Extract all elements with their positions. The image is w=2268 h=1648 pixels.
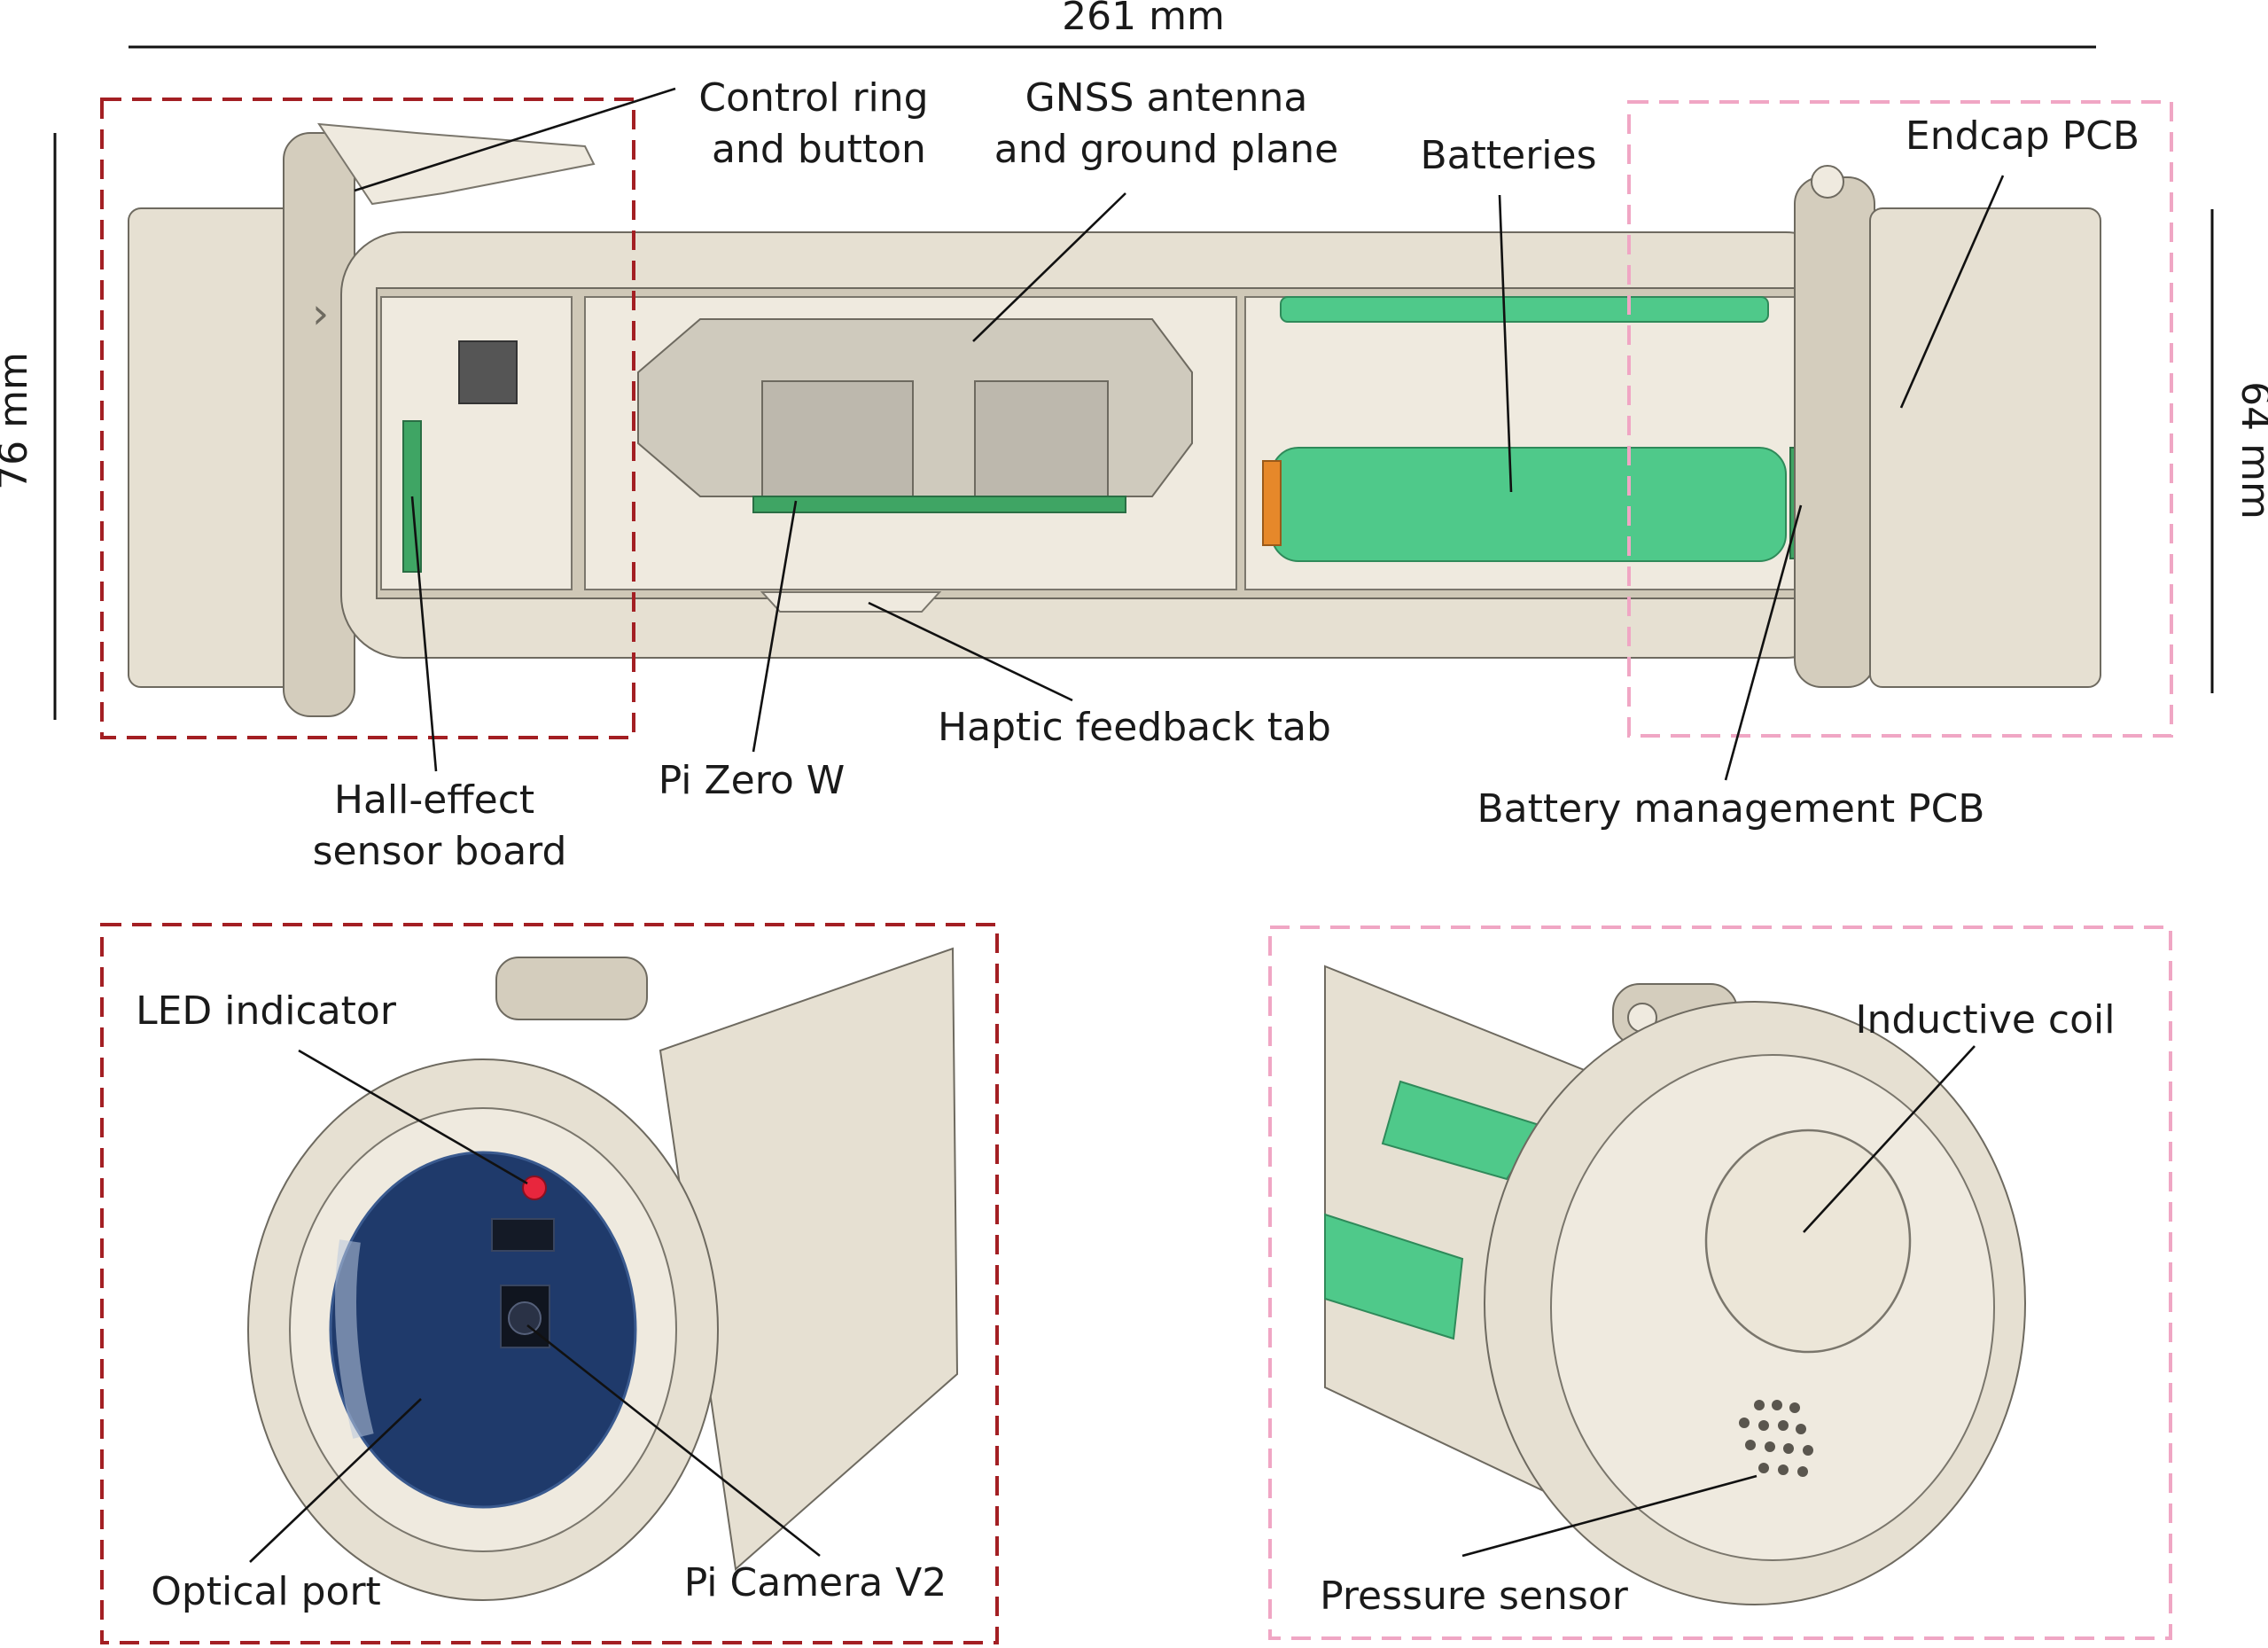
dimension-inner-diameter-label: 64 mm [2233, 381, 2268, 519]
haptic-tab [760, 591, 942, 613]
battery-top [1280, 296, 1769, 323]
detail-left-frame [100, 923, 999, 1644]
right-ring [1794, 176, 1875, 688]
device-side-view: › [128, 122, 2101, 717]
dimension-outer-diameter-label: 76 mm [0, 352, 36, 490]
svg-text:Inductive coil: Inductive coil [1855, 997, 2115, 1043]
optical-window [329, 1151, 637, 1509]
label-pressure-sensor: Pressure sensor [1320, 1474, 1758, 1619]
connector-right [974, 380, 1109, 497]
pressure-sensor-icon [1739, 1400, 1813, 1477]
control-button [317, 122, 596, 206]
connector-left [761, 380, 914, 497]
ring-arrow-icon: › [312, 289, 329, 339]
label-optical-port: Optical port [151, 1398, 422, 1614]
label-batteries: Batteries [1420, 133, 1597, 493]
frame-left-detail [100, 98, 635, 739]
svg-text:Optical port: Optical port [151, 1569, 381, 1614]
svg-text:and ground plane: and ground plane [994, 127, 1339, 172]
svg-text:Batteries: Batteries [1420, 133, 1596, 178]
dimension-outer-diameter: 76 mm [0, 133, 57, 720]
detail-optical-end [247, 947, 959, 1601]
frame-right-detail [1627, 100, 2173, 738]
dimension-inner-diameter: 64 mm [2210, 209, 2268, 693]
svg-text:and button: and button [712, 127, 926, 172]
led-indicator-icon [522, 1175, 547, 1200]
camera-lens-icon [508, 1301, 542, 1335]
svg-text:Pi Camera V2: Pi Camera V2 [684, 1560, 947, 1605]
inductive-coil-icon [1704, 1129, 1912, 1354]
pi-zero-board [752, 496, 1126, 513]
right-endcap [1869, 207, 2101, 688]
label-pi-camera: Pi Camera V2 [526, 1324, 947, 1605]
battery-terminal [1262, 460, 1282, 546]
detail-right-frame [1268, 926, 2172, 1640]
svg-text:Haptic feedback tab: Haptic feedback tab [938, 705, 1331, 750]
sled-cutout [637, 318, 1193, 497]
svg-text:Hall-effect: Hall-effect [334, 777, 534, 823]
dimension-length-label: 261 mm [1062, 0, 1225, 39]
svg-text:Control ring: Control ring [698, 75, 928, 121]
label-led: LED indicator [136, 988, 528, 1185]
label-gnss: GNSS antenna and ground plane [972, 75, 1339, 342]
camera-board [491, 1218, 555, 1252]
battery-main [1271, 447, 1787, 562]
svg-text:Pressure sensor: Pressure sensor [1320, 1574, 1629, 1619]
label-pi-zero: Pi Zero W [659, 500, 846, 803]
left-endcap [128, 207, 302, 688]
label-battery-management: Battery management PCB [1477, 504, 1985, 832]
svg-text:Pi Zero W: Pi Zero W [659, 758, 846, 803]
label-control-ring: Control ring and button [354, 75, 929, 192]
svg-text:Endcap PCB: Endcap PCB [1906, 113, 2139, 159]
battery-visible-top [1381, 1080, 1544, 1181]
ring-hole-icon [1811, 165, 1844, 199]
label-haptic: Haptic feedback tab [868, 601, 1331, 750]
window-reflection [335, 1239, 374, 1439]
svg-text:Battery management PCB: Battery management PCB [1477, 786, 1984, 832]
svg-text:GNSS antenna: GNSS antenna [1025, 75, 1308, 121]
ring-top-tab [495, 957, 648, 1020]
sensor-window [458, 340, 518, 404]
detail-endcap [1324, 965, 2026, 1605]
battery-visible-bottom [1324, 1213, 1464, 1340]
label-inductive-coil: Inductive coil [1803, 997, 2116, 1233]
svg-text:LED indicator: LED indicator [136, 988, 397, 1034]
dimension-length: 261 mm [129, 0, 2096, 49]
svg-text:sensor board: sensor board [313, 829, 567, 874]
label-hall-effect: Hall-effect sensor board [313, 496, 567, 874]
label-endcap-pcb: Endcap PCB [1899, 113, 2139, 409]
